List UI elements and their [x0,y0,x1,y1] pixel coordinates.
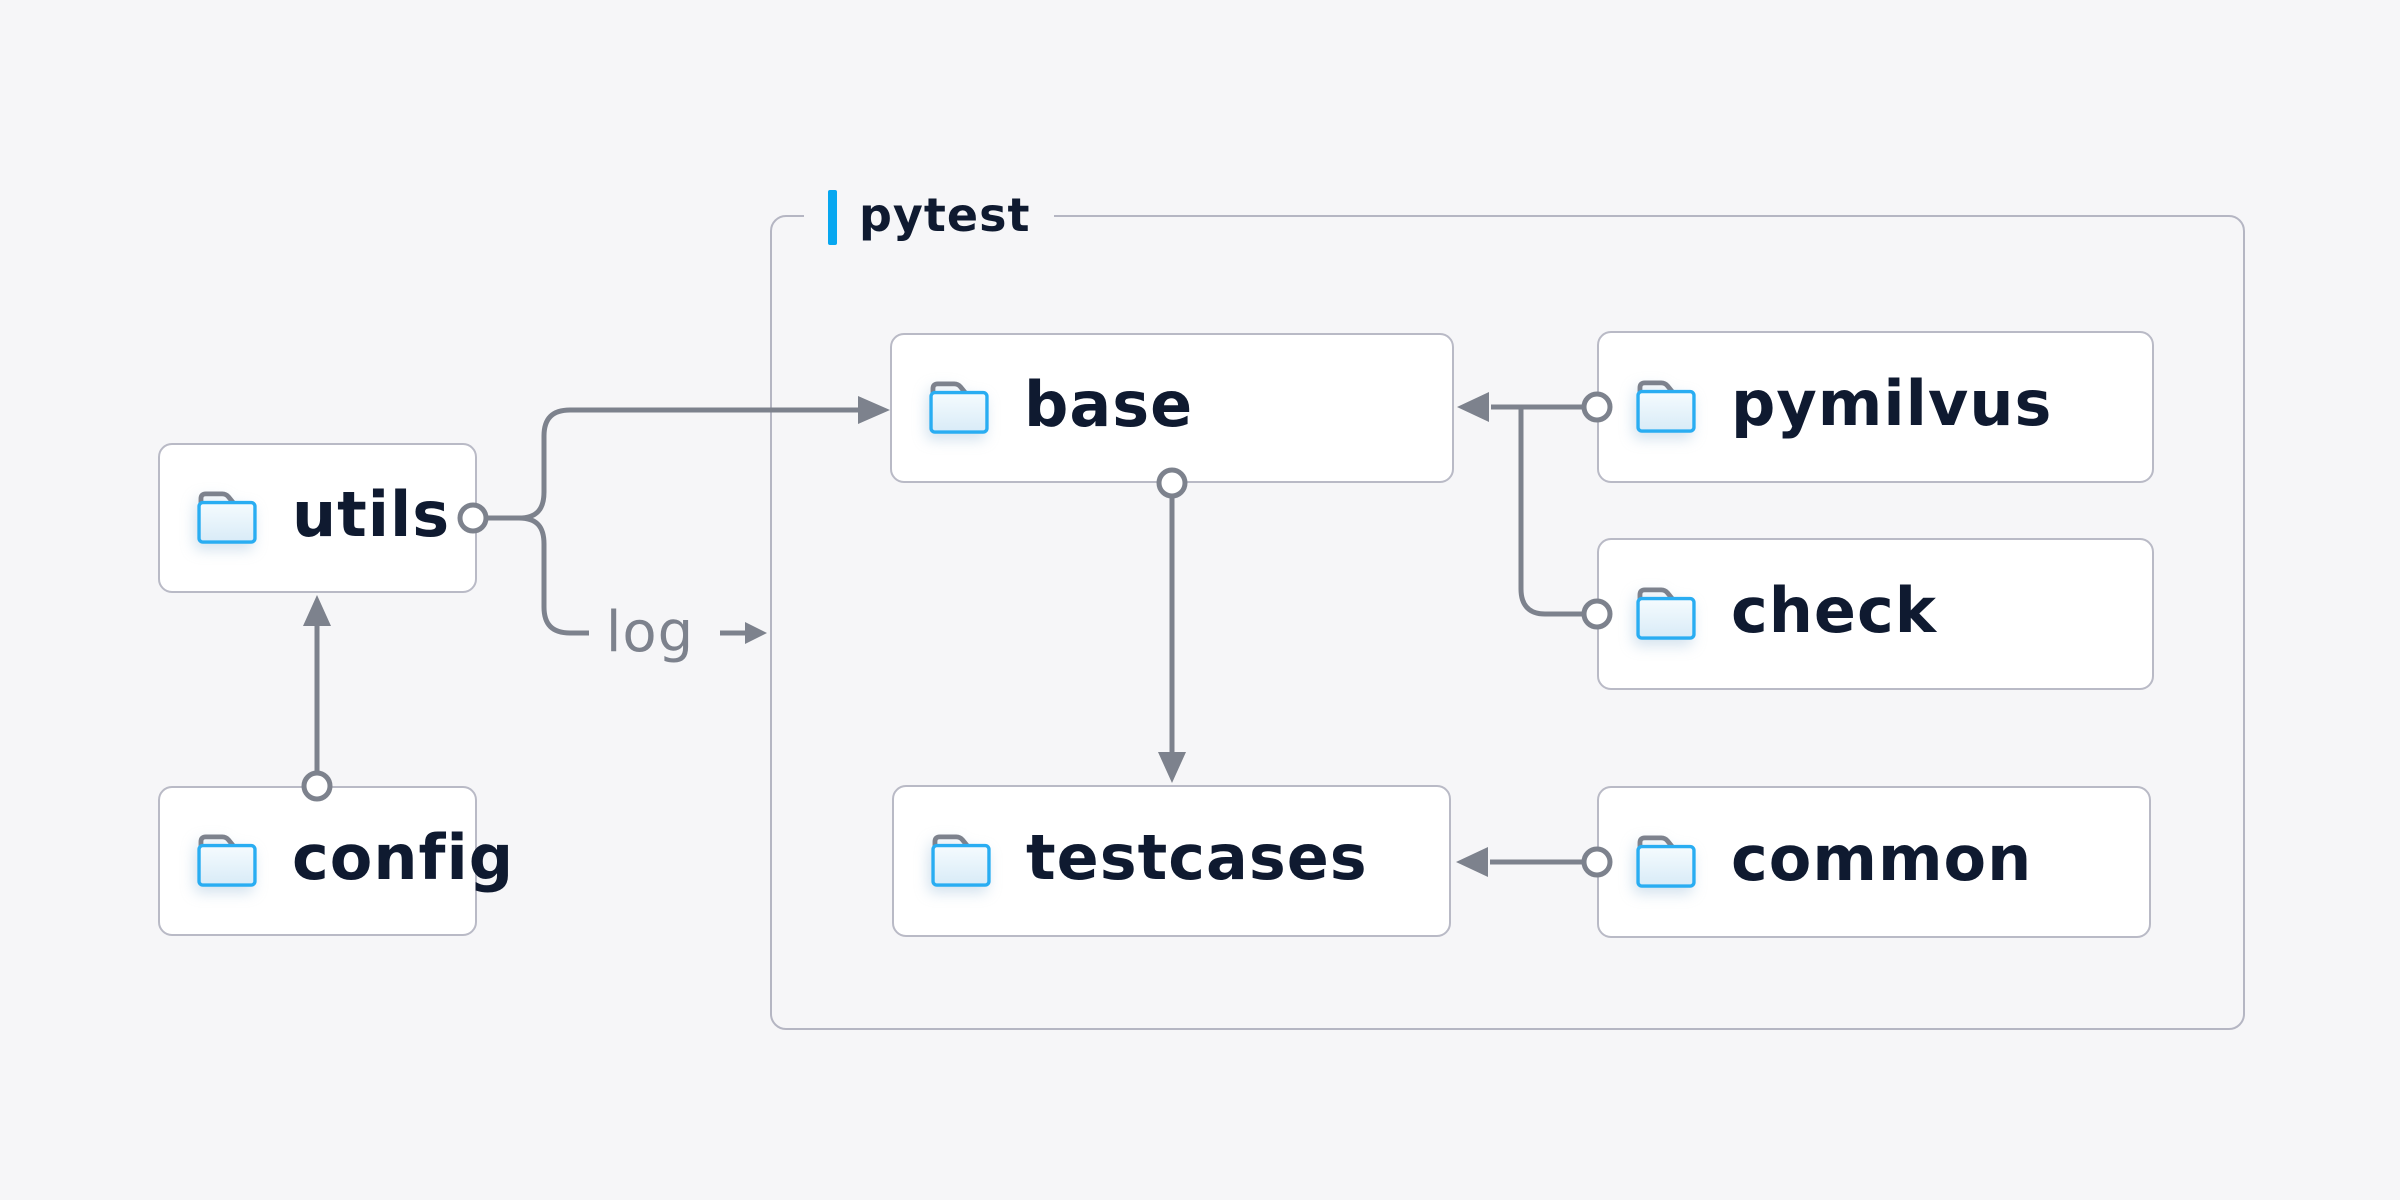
log-edge-label: log [605,600,695,665]
node-check: check [1597,538,2154,690]
node-label: utils [292,478,451,551]
node-label: testcases [1026,821,1368,894]
folder-icon [1635,380,1697,434]
accent-bar-icon [828,189,837,245]
node-common: common [1597,786,2151,938]
node-testcases: testcases [892,785,1451,937]
node-pymilvus: pymilvus [1597,331,2154,483]
folder-icon [196,834,258,888]
folder-icon [1635,587,1697,641]
pytest-group-title: pytest [859,188,1031,242]
folder-icon [928,381,990,435]
edge-config-to-utils [301,595,333,802]
folder-icon [930,834,992,888]
node-label: config [292,821,515,894]
node-label: base [1024,368,1194,441]
node-config: config [158,786,513,936]
pytest-group-label: pytest [804,188,1055,246]
node-label: check [1731,574,1937,647]
node-label: common [1731,822,2033,895]
node-utils: utils [158,443,477,593]
folder-icon [196,491,258,545]
pytest-group-box [770,215,2245,1030]
edge-utils-to-log [487,515,589,636]
node-base: base [890,333,1454,483]
node-label: pymilvus [1731,367,2053,440]
edge-log-arrow [720,622,767,644]
folder-icon [1635,835,1697,889]
